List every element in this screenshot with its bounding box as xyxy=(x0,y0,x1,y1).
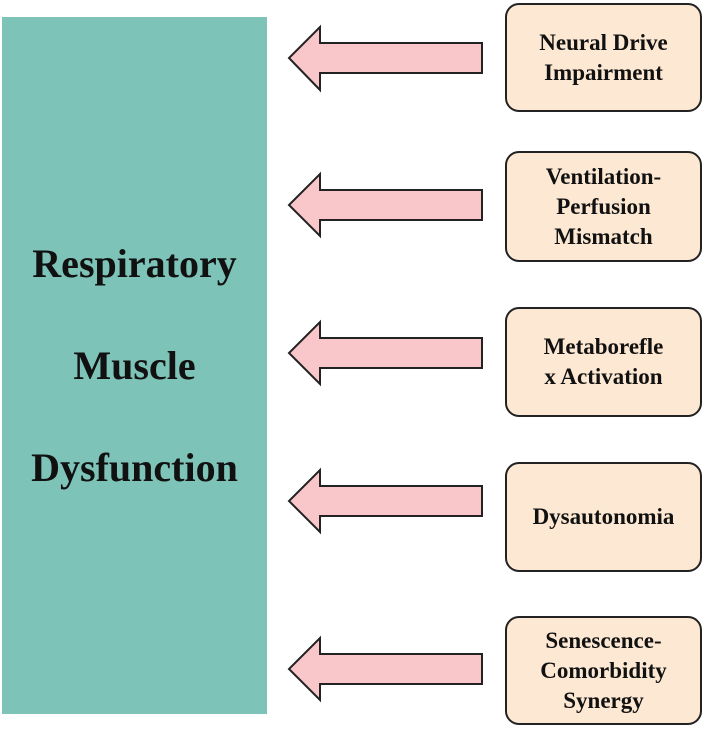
arrow-1 xyxy=(287,24,483,93)
arrow-5 xyxy=(287,635,483,703)
main-box: Respiratory Muscle Dysfunction xyxy=(2,17,267,714)
cause-4-line-1: Dysautonomia xyxy=(532,504,675,529)
cause-1-line-2: Impairment xyxy=(544,59,663,85)
cause-3-line-1: Metaborefle xyxy=(543,334,664,359)
arrow-4 xyxy=(287,467,483,535)
main-label-line-2: Muscle xyxy=(73,342,196,388)
cause-5-line-2: Comorbidity xyxy=(540,657,667,683)
cause-box-dysautonomia: Dysautonomia xyxy=(505,462,702,572)
cause-2-line-2: Perfusion xyxy=(556,193,651,219)
cause-3-line-2: x Activation xyxy=(544,364,663,389)
cause-box-metaboreflex: Metaborefle x Activation xyxy=(505,307,702,417)
cause-5-line-1: Senescence- xyxy=(545,627,662,653)
cause-2-line-3: Mismatch xyxy=(554,223,653,249)
arrow-3 xyxy=(287,319,483,387)
cause-box-senescence: Senescence- Comorbidity Synergy xyxy=(505,616,702,725)
main-label-line-3: Dysfunction xyxy=(31,444,238,490)
cause-box-neural-drive: Neural Drive Impairment xyxy=(505,3,702,112)
cause-box-ventilation-perfusion: Ventilation- Perfusion Mismatch xyxy=(505,151,702,262)
arrow-2 xyxy=(287,171,483,239)
main-label-line-1: Respiratory xyxy=(32,240,237,286)
cause-5-line-3: Synergy xyxy=(563,687,644,713)
cause-2-line-1: Ventilation- xyxy=(545,163,662,189)
cause-1-line-1: Neural Drive xyxy=(539,29,668,55)
